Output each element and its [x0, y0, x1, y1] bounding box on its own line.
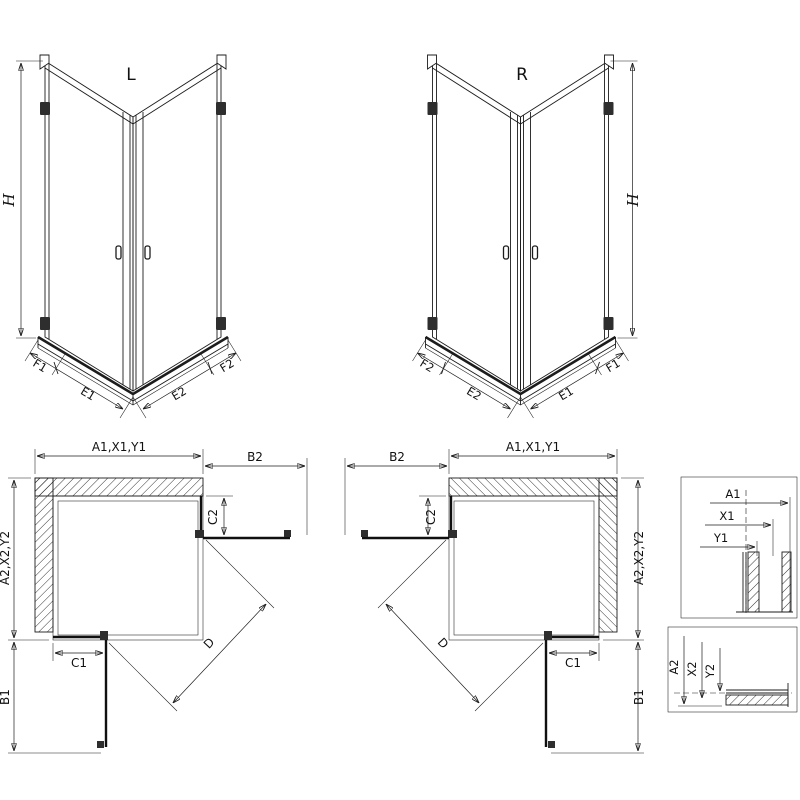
dim-label-b2: B2	[389, 450, 405, 464]
detail-frame	[680, 476, 798, 619]
dim-label-f2: F2	[417, 356, 436, 375]
dim-label-a2: A2	[667, 659, 681, 674]
dim-label-y1: Y1	[713, 531, 728, 545]
dim-label-x2: X2	[685, 661, 699, 676]
dim-label-b1: B1	[632, 689, 646, 705]
wall-profile-section	[736, 551, 793, 613]
dim-label-x1: X1	[719, 509, 734, 523]
dim-label-depth: A2,X2,Y2	[632, 531, 646, 585]
dim-label-a1: A1	[725, 487, 740, 501]
detail-floor-profile: A2 X2 Y2	[667, 626, 798, 713]
dim-label-depth: A2,X2,Y2	[0, 531, 12, 585]
detail-frame	[667, 626, 798, 713]
dim-label-f2: F2	[217, 356, 236, 375]
variant-label-left: L	[126, 65, 136, 85]
dim-label-e2: E2	[464, 384, 484, 404]
front-view-left-linework	[16, 55, 241, 418]
dim-label-c1: C1	[71, 656, 87, 670]
dim-label-f1: F1	[603, 356, 622, 375]
dim-label-e1: E1	[78, 384, 98, 404]
detail-wall-profile: A1 X1 Y1	[680, 476, 798, 619]
plan-view-left-linework	[8, 449, 307, 753]
dim-label-b1: B1	[0, 689, 12, 705]
floor-profile-section	[725, 683, 789, 707]
dim-label-c2: C2	[206, 509, 220, 525]
dim-label-width: A1,X1,Y1	[506, 440, 560, 454]
dim-label-b2: B2	[247, 450, 263, 464]
dim-label-diagonal: D	[201, 635, 218, 651]
dim-label-c1: C1	[565, 656, 581, 670]
dim-label-f1: F1	[30, 356, 49, 375]
height-label: H	[0, 193, 18, 208]
dim-label-c2: C2	[424, 509, 438, 525]
dim-label-width: A1,X1,Y1	[92, 440, 146, 454]
dim-label-e2: E2	[169, 384, 189, 404]
plan-view-right-linework	[345, 449, 644, 753]
front-view-left: L H F1 E1 E2 F2	[0, 55, 241, 418]
variant-label-right: R	[516, 65, 528, 85]
dim-label-y2: Y2	[703, 664, 717, 679]
front-view-right: R H F2 E2 E1 F1	[413, 55, 642, 418]
height-label: H	[624, 193, 642, 208]
plan-view-left: A1,X1,Y1 B2 C2 A2,X2,Y2 C1 B1 D	[0, 440, 307, 753]
dim-label-e1: E1	[556, 384, 576, 404]
plan-view-right: B2 A1,X1,Y1 C2 A2,X2,Y2 C1 B1 D	[345, 440, 646, 753]
dim-label-diagonal: D	[435, 635, 452, 651]
